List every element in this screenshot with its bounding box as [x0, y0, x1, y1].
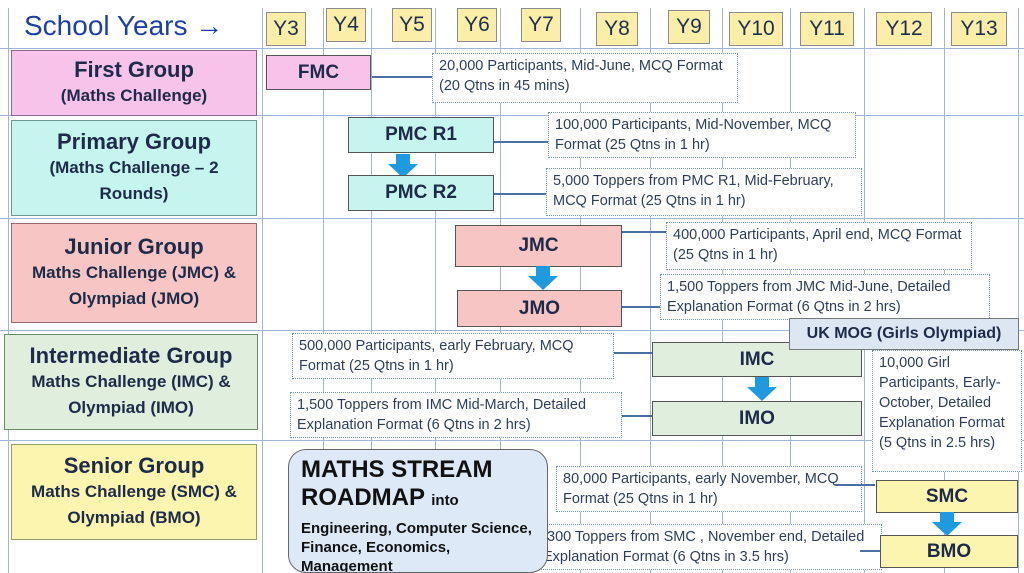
grid-line: [650, 8, 651, 573]
down-arrow-icon: [747, 377, 777, 401]
info-imc: 500,000 Participants, early February, MC…: [292, 333, 614, 379]
grid-line: [1018, 8, 1019, 573]
roadmap-box: MATHS STREAM ROADMAP into Engineering, C…: [288, 449, 548, 573]
group-intermediate: Intermediate Group Maths Challenge (IMC)…: [4, 334, 258, 430]
group-name: Intermediate Group: [29, 343, 233, 368]
grid-line: [323, 8, 324, 573]
year-label-y5: Y5: [392, 8, 432, 42]
connector-line: [622, 306, 660, 308]
group-name: Senior Group: [63, 453, 205, 478]
connector-line: [622, 415, 652, 417]
group-description: Maths Challenge (IMC) & Olympiad (IMO): [31, 372, 231, 417]
connector-line: [494, 141, 548, 143]
grid-line: [371, 8, 372, 573]
down-arrow-icon: [528, 266, 558, 290]
year-label-y9: Y9: [668, 10, 710, 44]
connector-line: [494, 193, 548, 195]
year-label-y4: Y4: [326, 8, 366, 42]
year-label-y13: Y13: [951, 12, 1007, 46]
competition-jmc: JMC: [455, 225, 622, 267]
competition-jmo: JMO: [457, 290, 622, 327]
diagram-title: School Years →: [24, 10, 224, 41]
year-label-y10: Y10: [729, 12, 783, 46]
down-arrow-icon: [388, 154, 418, 178]
grid-line: [0, 330, 1024, 331]
year-label-y7: Y7: [521, 8, 561, 42]
year-label-y8: Y8: [596, 12, 638, 46]
group-senior: Senior Group Maths Challenge (SMC) & Oly…: [11, 444, 257, 540]
year-label-y3: Y3: [266, 12, 306, 46]
info-fmc: 20,000 Participants, Mid-June, MCQ Forma…: [432, 53, 738, 103]
grid-line: [435, 8, 436, 573]
connector-line: [372, 76, 432, 78]
year-label-y12: Y12: [876, 12, 932, 46]
group-name: Junior Group: [64, 234, 204, 259]
connector-line: [622, 231, 667, 233]
year-label-y11: Y11: [800, 12, 854, 46]
grid-line: [0, 440, 1024, 441]
group-junior: Junior Group Maths Challenge (JMC) & Oly…: [11, 223, 257, 323]
roadmap-into: into: [431, 492, 459, 509]
group-first: First Group (Maths Challenge): [11, 50, 257, 116]
competition-bmo: BMO: [880, 535, 1018, 568]
info-uk-mog: 10,000 Girl Participants, Early-October,…: [872, 350, 1022, 472]
competition-smc: SMC: [876, 480, 1018, 513]
competition-pmc-r2: PMC R2: [348, 175, 494, 211]
grid-line: [0, 218, 1024, 219]
group-primary: Primary Group (Maths Challenge – 2 Round…: [11, 120, 257, 216]
info-pmc-r2: 5,000 Toppers from PMC R1, Mid-February,…: [546, 168, 862, 216]
grid-line: [262, 8, 263, 573]
connector-line: [835, 484, 875, 486]
down-arrow-icon: [932, 512, 962, 536]
group-description: (Maths Challenge): [60, 86, 208, 105]
competition-fmc: FMC: [266, 55, 371, 90]
info-bmo: ,300 Toppers from SMC , November end, De…: [538, 524, 882, 570]
year-label-y6: Y6: [457, 8, 497, 42]
info-jmc: 400,000 Participants, April end, MCQ For…: [666, 222, 972, 270]
connector-line: [860, 550, 880, 552]
group-name: First Group: [74, 57, 194, 82]
competition-pmc-r1: PMC R1: [348, 117, 494, 153]
info-jmo: 1,500 Toppers from JMC Mid-June, Detaile…: [660, 274, 990, 320]
info-pmc-r1: 100,000 Participants, Mid-November, MCQ …: [548, 112, 856, 158]
roadmap-fields: Engineering, Computer Science, Finance, …: [301, 520, 532, 573]
roadmap-title: MATHS STREAM ROADMAP into: [301, 456, 535, 515]
grid-line: [0, 115, 1024, 116]
group-description: (Maths Challenge – 2 Rounds): [49, 158, 219, 203]
roadmap-heading: MATHS STREAM ROADMAP: [301, 456, 493, 511]
info-imo: 1,500 Toppers from IMC Mid-March, Detail…: [290, 392, 622, 438]
connector-line: [614, 352, 652, 354]
group-name: Primary Group: [56, 129, 212, 154]
info-smc: 80,000 Participants, early November, MCQ…: [556, 466, 862, 512]
competition-uk-mog: UK MOG (Girls Olympiad): [789, 318, 1019, 350]
competition-imo: IMO: [652, 401, 862, 436]
grid-line: [8, 8, 9, 573]
group-description: Maths Challenge (JMC) & Olympiad (JMO): [31, 263, 237, 308]
grid-line: [0, 48, 1024, 49]
group-description: Maths Challenge (SMC) & Olympiad (BMO): [31, 482, 237, 527]
